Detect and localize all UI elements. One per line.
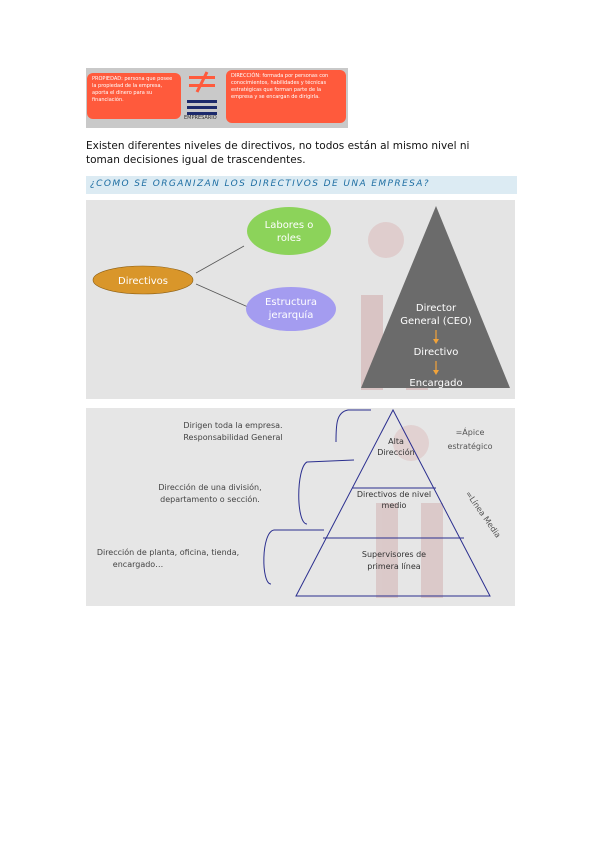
- direction-box: DIRECCIÓN: formada por personas con cono…: [226, 70, 346, 123]
- bracket-bottom: [263, 529, 324, 585]
- levels-pyramid: [295, 408, 491, 597]
- pyramid-arrowhead-1: [433, 339, 439, 344]
- side-label-top-1: =Ápice: [456, 426, 485, 437]
- section-heading: ¿COMO SE ORGANIZAN LOS DIRECTIVOS DE UNA…: [86, 176, 517, 194]
- pyramid-label-2: General (CEO): [400, 316, 472, 327]
- estructura-node: [246, 287, 336, 331]
- section-heading-text: ¿COMO SE ORGANIZAN LOS DIRECTIVOS DE UNA…: [90, 179, 430, 189]
- intro-paragraph: Existen diferentes niveles de directivos…: [86, 140, 470, 166]
- empresario-label: EMPRESARIO: [184, 115, 217, 121]
- level-top-1: Alta: [388, 437, 404, 446]
- desc-top-1: Dirigen toda la empresa.: [183, 421, 282, 430]
- desc-mid-1: Dirección de una división,: [158, 482, 261, 492]
- management-levels-diagram: Dirigen toda la empresa. Responsabilidad…: [86, 408, 515, 606]
- labores-node-label-1: Labores o: [265, 220, 314, 231]
- directivos-node: [92, 265, 194, 295]
- hierarchy-pyramid: [361, 206, 510, 388]
- level-bottom-1: Supervisores de: [362, 550, 426, 559]
- directivos-diagram: Directivos Labores o roles Estructura je…: [86, 200, 515, 399]
- pyramid-label-3: Directivo: [414, 347, 459, 358]
- top-figure: PROPIEDAD: persona que posee la propieda…: [86, 68, 348, 128]
- connector-line-top: [195, 245, 245, 274]
- level-mid-2: medio: [382, 501, 407, 510]
- not-equal-icon: [187, 71, 217, 115]
- level-mid-1: Directivos de nivel: [357, 490, 431, 499]
- labores-node: [247, 207, 331, 255]
- side-label-top-2: estratégico: [447, 441, 492, 451]
- connector-line-bottom: [195, 283, 249, 308]
- ownership-box: PROPIEDAD: persona que posee la propieda…: [87, 73, 181, 119]
- desc-bottom-2: encargado…: [113, 560, 163, 569]
- desc-mid-2: departamento o sección.: [160, 494, 260, 504]
- estructura-node-label-2: jerarquía: [268, 309, 314, 321]
- bracket-top: [335, 409, 371, 443]
- desc-top-2: Responsabilidad General: [183, 433, 282, 442]
- level-bottom-2: primera línea: [367, 562, 420, 571]
- desc-bottom-1: Dirección de planta, oficina, tienda,: [97, 547, 239, 557]
- directivos-node-label: Directivos: [118, 276, 168, 287]
- bracket-mid: [298, 459, 355, 525]
- estructura-node-label-1: Estructura: [265, 297, 317, 308]
- level-top-2: Dirección: [377, 447, 414, 457]
- pyramid-label-4: Encargado: [409, 378, 462, 389]
- side-label-mid: =Línea Media: [464, 490, 503, 540]
- ownership-box-text: PROPIEDAD: persona que posee la propieda…: [92, 76, 173, 103]
- watermark-logo: [376, 425, 443, 598]
- labores-node-label-2: roles: [277, 233, 301, 244]
- direction-box-text: DIRECCIÓN: formada por personas con cono…: [231, 73, 329, 100]
- pyramid-arrowhead-2: [433, 370, 439, 375]
- pyramid-label-1: Director: [416, 303, 457, 314]
